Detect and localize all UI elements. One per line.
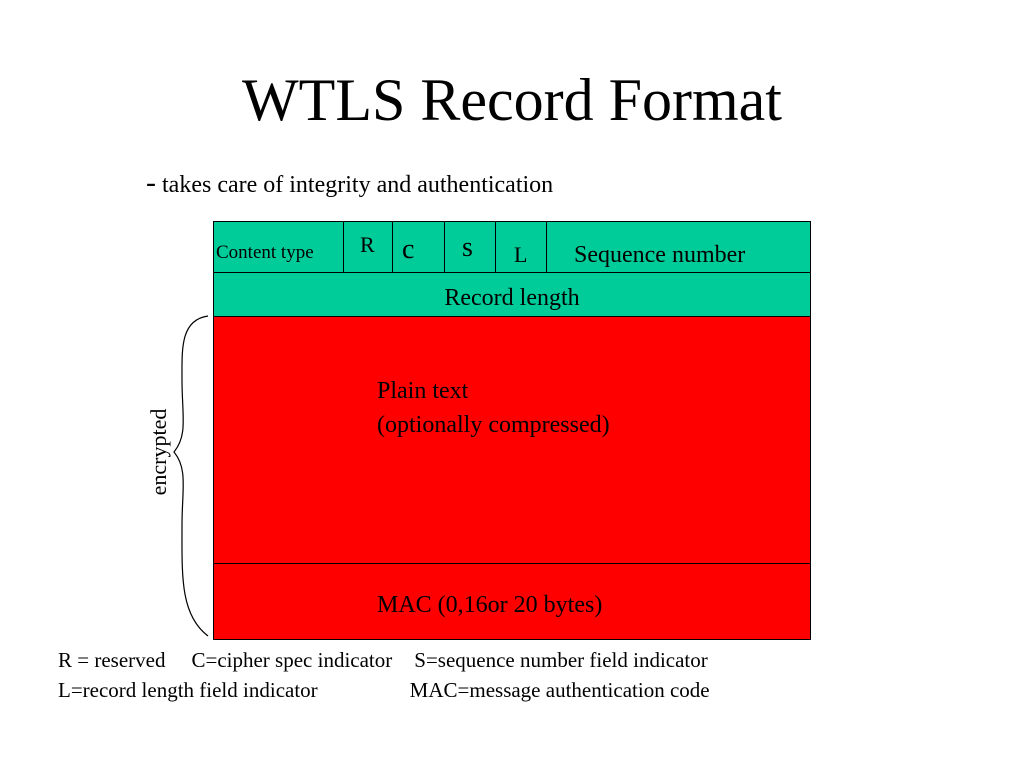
c-label: c: [402, 234, 415, 265]
mac-field: [213, 563, 811, 640]
legend-sequence: S=sequence number field indicator: [414, 648, 708, 672]
record-length-label: Record length: [444, 285, 580, 311]
mac-label: MAC (0,16or 20 bytes): [377, 592, 603, 618]
header-field-content-type: [213, 221, 344, 273]
s-label: s: [462, 232, 473, 263]
compressed-note-label: (optionally compressed): [377, 412, 610, 438]
subtitle: -takes care of integrity and authenticat…: [146, 168, 553, 200]
l-label: L: [514, 242, 528, 267]
slide-title: WTLS Record Format: [242, 67, 782, 133]
subtitle-dash: -: [146, 166, 156, 199]
r-label: R: [360, 232, 375, 257]
encrypted-brace-icon: [173, 315, 209, 637]
plain-text-label: Plain text: [377, 378, 469, 404]
legend-cipher: C=cipher spec indicator: [191, 648, 393, 672]
encrypted-label: encrypted: [146, 408, 171, 496]
legend-reserved: R = reserved: [58, 648, 166, 672]
legend-mac: MAC=message authentication code: [409, 678, 710, 702]
header-field-r: [343, 221, 393, 273]
legend-length: L=record length field indicator: [58, 678, 318, 702]
record-length-field: [213, 272, 811, 317]
legend-line-1: R = reserved C=cipher spec indicator S=seq…: [58, 647, 708, 673]
content-type-label: Content type: [216, 242, 314, 263]
header-field-c: [392, 221, 445, 273]
sequence-number-label: Sequence number: [574, 242, 746, 268]
legend-line-2: L=record length field indicator MAC=messa…: [58, 677, 710, 703]
subtitle-text: takes care of integrity and authenticati…: [162, 172, 554, 198]
plain-text-field: [213, 316, 811, 564]
